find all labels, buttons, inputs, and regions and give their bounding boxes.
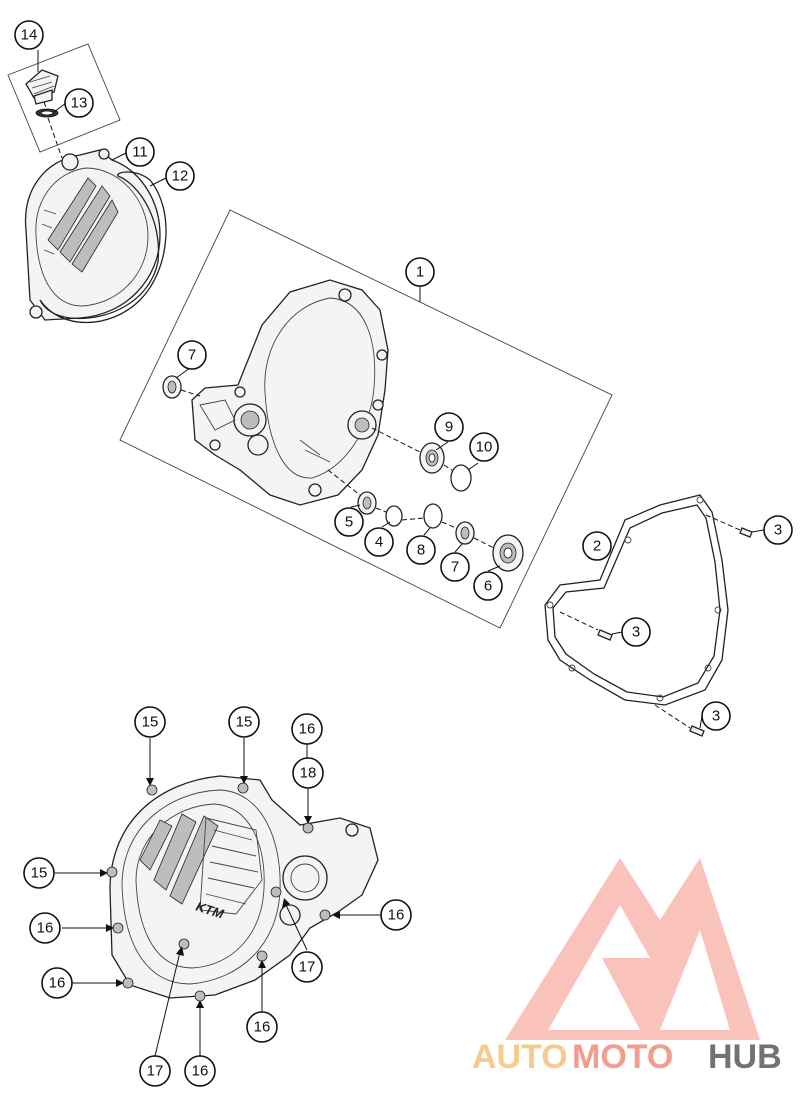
logo-triangle-inner2 (660, 930, 730, 1030)
logo-text-hub: HUB (708, 1038, 782, 1076)
callout-8: 8 (406, 535, 436, 565)
cover-gasket-12 (39, 171, 167, 324)
callout-10: 10 (469, 432, 499, 462)
bearing-6 (492, 534, 524, 572)
callout-6: 6 (473, 571, 503, 601)
svg-text:6: 6 (484, 578, 492, 595)
callout-2: 2 (582, 531, 612, 561)
svg-text:4: 4 (375, 534, 383, 551)
svg-text:15: 15 (31, 865, 48, 882)
logo-text-auto: AUTO (472, 1038, 568, 1076)
watermark-logo: AUTO MOTO HUB (472, 858, 782, 1076)
svg-text:16: 16 (254, 1019, 271, 1036)
svg-text:15: 15 (142, 714, 159, 731)
svg-text:3: 3 (632, 624, 640, 641)
svg-text:2: 2 (593, 538, 601, 555)
callout-4: 4 (364, 527, 394, 557)
callout-13: 13 (64, 88, 94, 118)
svg-text:9: 9 (445, 419, 453, 436)
callout-5: 5 (334, 507, 364, 537)
o-ring-13 (35, 108, 59, 118)
svg-text:12: 12 (172, 168, 189, 185)
callout-14: 14 (14, 20, 44, 50)
svg-text:17: 17 (299, 959, 316, 976)
svg-text:7: 7 (188, 347, 196, 364)
svg-text:16: 16 (49, 975, 66, 992)
plug-group-frame (7, 43, 121, 153)
callout-16e: 16 (246, 1011, 278, 1043)
seal-5 (357, 491, 377, 515)
inner-cover-group (119, 209, 613, 629)
assembled-clutch-cover: KTM (106, 775, 379, 1002)
callout-16a: 16 (291, 713, 323, 745)
callout-16f: 16 (184, 1055, 216, 1087)
group-frame-1 (119, 209, 613, 629)
callout-16d: 16 (41, 967, 73, 999)
svg-text:3: 3 (712, 708, 720, 725)
callout-12: 12 (165, 161, 195, 191)
cover-gasket-2 (544, 494, 729, 706)
outer-clutch-cover-11 (24, 148, 161, 321)
callout-18: 18 (292, 757, 324, 789)
svg-text:11: 11 (132, 144, 148, 161)
callout-1: 1 (405, 257, 435, 287)
svg-text:16: 16 (388, 907, 405, 924)
svg-text:10: 10 (476, 439, 493, 456)
shaft-seal-7b (455, 521, 475, 545)
svg-text:3: 3 (774, 522, 782, 539)
callout-15a: 15 (134, 706, 166, 738)
circlip-8 (423, 503, 443, 529)
circlip-4 (385, 505, 403, 527)
svg-text:17: 17 (147, 1063, 164, 1080)
callout-11: 11 (125, 137, 155, 167)
callout-7b: 7 (440, 552, 470, 582)
oil-plug-group (7, 43, 121, 159)
svg-text:15: 15 (236, 714, 253, 731)
dowel-pin-3a (739, 527, 753, 538)
svg-text:8: 8 (417, 542, 425, 559)
bearing-9 (419, 442, 445, 474)
callouts: 14 13 11 12 1 7 9 10 5 4 8 7 6 2 3 3 3 1… (14, 20, 793, 1087)
callout-3c: 3 (701, 701, 731, 731)
svg-text:5: 5 (345, 514, 353, 531)
callout-3a: 3 (763, 515, 793, 545)
callout-3b: 3 (621, 617, 651, 647)
svg-text:16: 16 (299, 721, 316, 738)
svg-text:14: 14 (21, 27, 38, 44)
callout-15c: 15 (23, 857, 55, 889)
dowel-pin-3c (689, 725, 705, 737)
shaft-seal-7a (162, 375, 182, 399)
svg-text:13: 13 (71, 95, 88, 112)
inner-clutch-cover-1 (191, 279, 389, 506)
callout-17b: 17 (139, 1055, 171, 1087)
svg-text:7: 7 (451, 559, 459, 576)
callout-17a: 17 (291, 951, 323, 983)
callout-16b: 16 (29, 912, 61, 944)
callout-9: 9 (434, 412, 464, 442)
callout-7a: 7 (177, 340, 207, 370)
callout-16c: 16 (380, 899, 412, 931)
logo-triangle-inner (548, 905, 650, 1030)
svg-text:16: 16 (37, 920, 54, 937)
dowel-pin-3b (597, 629, 613, 641)
svg-text:1: 1 (416, 264, 424, 281)
svg-text:18: 18 (300, 765, 317, 782)
logo-text-moto: MOTO (572, 1038, 673, 1076)
oil-filler-plug (25, 69, 59, 105)
circlip-10 (450, 464, 472, 492)
svg-text:16: 16 (192, 1063, 209, 1080)
callout-15b: 15 (228, 706, 260, 738)
